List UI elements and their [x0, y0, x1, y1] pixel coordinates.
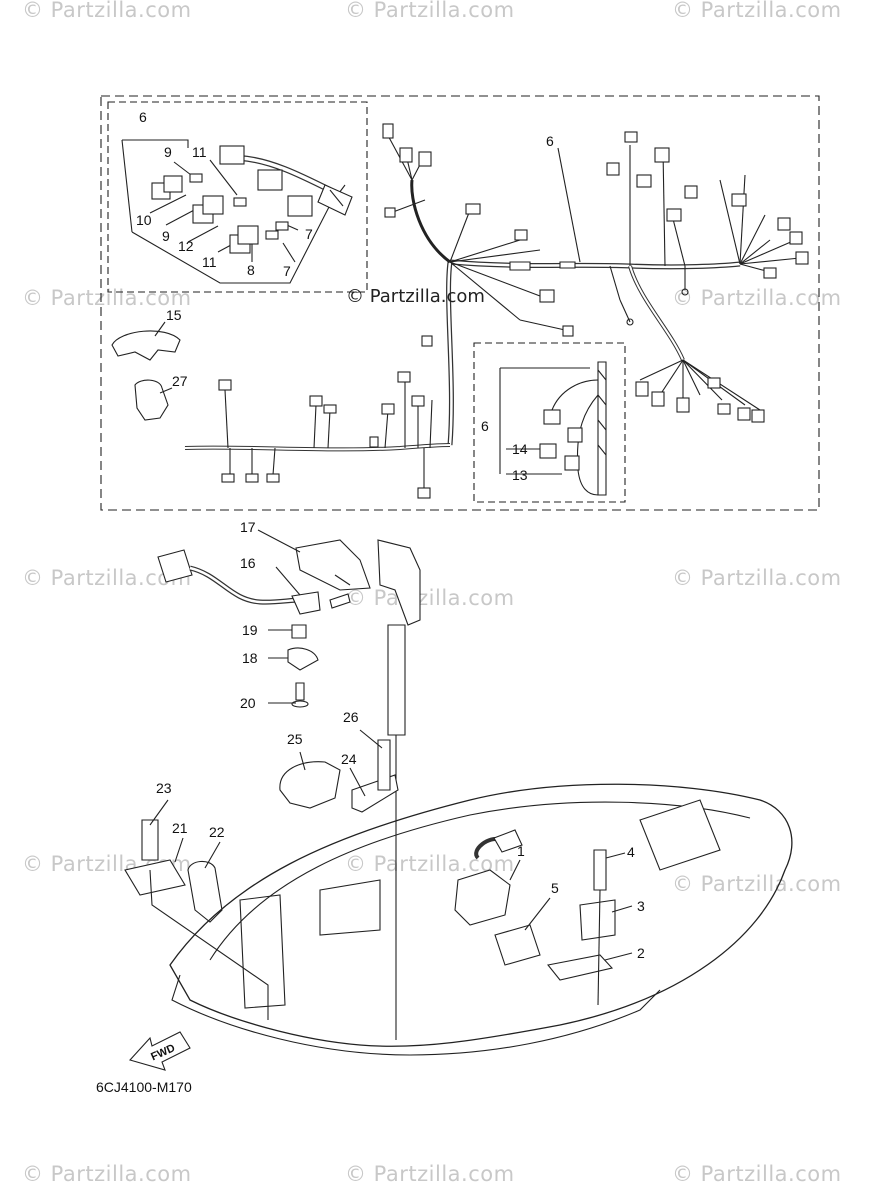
diagram-code: 6CJ4100-M170: [96, 1079, 192, 1095]
callout-27: 27: [172, 373, 188, 389]
clip-15: [111, 330, 181, 361]
watermark-bottom-left: © Partzilla.com: [22, 1162, 192, 1186]
callout-11b: 11: [202, 254, 217, 270]
watermark-bottom-center: © Partzilla.com: [345, 1162, 515, 1186]
bracket-24: [351, 774, 399, 813]
clip-25: [279, 761, 341, 809]
sensor-inset-frame: [473, 342, 626, 503]
callout-21: 21: [172, 820, 188, 836]
watermark-top-center: © Partzilla.com: [345, 0, 515, 22]
callout-16: 16: [240, 555, 256, 571]
callout-2: 2: [637, 945, 645, 961]
callout-9b: 9: [162, 228, 170, 244]
outer-dashed-frame: [100, 95, 820, 511]
callout-1: 1: [517, 843, 525, 859]
main-harness: [382, 123, 809, 446]
connector-group: [121, 139, 353, 284]
bracket-2: [547, 954, 614, 981]
clip-22: [187, 860, 223, 923]
callout-8: 8: [247, 262, 255, 278]
callout-20: 20: [240, 695, 256, 711]
bottom-cowling: [169, 783, 793, 1047]
callout-23: 23: [156, 780, 172, 796]
callout-17: 17: [240, 519, 256, 535]
callout-6b: 6: [546, 133, 554, 149]
watermark-row2-left: © Partzilla.com: [22, 286, 192, 310]
callout-6c: 6: [481, 418, 489, 434]
grommet-1: [454, 869, 511, 926]
lower-harness: [184, 371, 451, 499]
watermark-top-left: © Partzilla.com: [22, 0, 192, 22]
watermark-row3-center: © Partzilla.com: [345, 586, 515, 610]
bolt-26: [377, 739, 391, 791]
watermark-row4-right: © Partzilla.com: [672, 872, 842, 896]
callout-25: 25: [287, 731, 303, 747]
clip-3: [579, 899, 616, 941]
callout-14: 14: [512, 441, 528, 457]
callout-18: 18: [242, 650, 258, 666]
watermark-bottom-right: © Partzilla.com: [672, 1162, 842, 1186]
watermark-row3-right: © Partzilla.com: [672, 566, 842, 590]
bolt-23: [141, 819, 159, 861]
watermark-top-right: © Partzilla.com: [672, 0, 842, 22]
callout-3: 3: [637, 898, 645, 914]
callout-7b: 7: [283, 263, 291, 279]
watermark-row2-right: © Partzilla.com: [672, 286, 842, 310]
bolt-4: [593, 849, 607, 891]
callout-9a: 9: [164, 144, 172, 160]
callout-19: 19: [242, 622, 258, 638]
callout-11a: 11: [192, 144, 207, 160]
sensor-harness: [539, 361, 607, 496]
fwd-arrow: [128, 1031, 191, 1071]
gasket-5: [494, 924, 541, 966]
callout-5: 5: [551, 880, 559, 896]
sensor-bracket-assembly: [157, 539, 371, 708]
callout-13: 13: [512, 467, 528, 483]
callout-24: 24: [341, 751, 357, 767]
callout-15: 15: [166, 307, 182, 323]
center-watermark: © Partzilla.com: [346, 286, 485, 307]
callout-6a: 6: [139, 109, 147, 125]
callout-22: 22: [209, 824, 225, 840]
clip-27: [134, 379, 169, 421]
bracket-21: [124, 859, 186, 896]
callout-12: 12: [178, 238, 194, 254]
callout-7a: 7: [305, 226, 313, 242]
callout-10: 10: [136, 212, 152, 228]
callout-4: 4: [627, 844, 635, 860]
callout-26: 26: [343, 709, 359, 725]
connector-inset-frame: [107, 101, 368, 293]
